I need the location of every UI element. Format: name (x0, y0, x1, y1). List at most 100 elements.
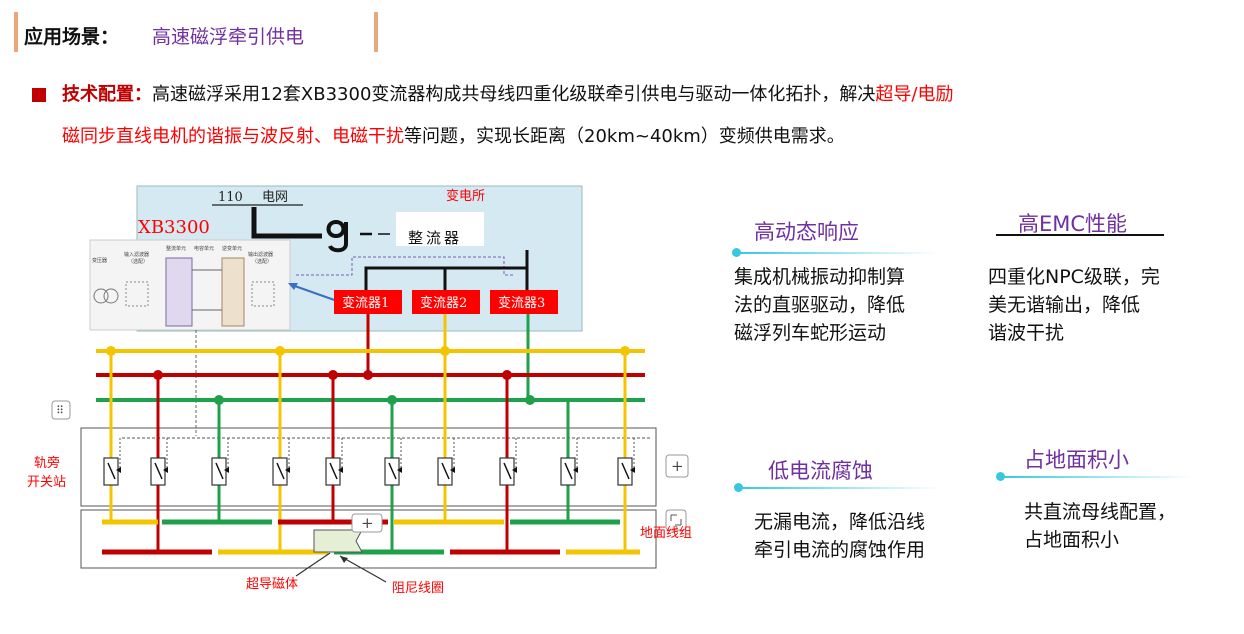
feature-body-line: 占地面积小 (1024, 529, 1120, 551)
feature-title-low-corrosion: 低电流腐蚀 (768, 459, 873, 483)
feature-body-line: 集成机械振动抑制算 (734, 266, 906, 288)
switch-blade (388, 462, 397, 480)
feature-body-line: 牵引电流的腐蚀作用 (754, 539, 926, 561)
switch-actuator-arrow (573, 467, 578, 473)
model-label: XB3300 (138, 217, 210, 238)
transformer-icon (103, 288, 119, 304)
ground-coil-label: 地面线组 (640, 526, 692, 541)
superconducting-magnet-label: 超导磁体 (246, 577, 298, 592)
rectifier-box (396, 212, 484, 246)
switch-actuator-arrow (224, 467, 229, 473)
switch-blade (215, 462, 224, 480)
tech-config-label: 技术配置： (62, 84, 152, 105)
switch-blade (503, 462, 512, 480)
switch-actuator-arrow (285, 467, 290, 473)
switch-station-box (80, 427, 657, 507)
switch-blade (441, 462, 450, 480)
feature-dot-icon (996, 472, 1005, 481)
switch-blade (621, 462, 630, 480)
switch-actuator-arrow (397, 467, 402, 473)
tech-config-text: 高速磁浮采用12套XB3300变流器构成共母线四重化级联牵引供电与驱动一体化拓扑… (152, 84, 876, 105)
scenario-value: 高速磁浮牵引供电 (152, 26, 305, 48)
pointer-arrow-head (288, 283, 298, 290)
scenario-label: 应用场景： (24, 26, 120, 48)
tech-config-highlight: 超导/电励 (875, 84, 954, 105)
coil-pointer-head (340, 556, 348, 563)
drag-handle-icon[interactable] (51, 400, 71, 420)
converter-2-label: 变流器2 (420, 295, 467, 311)
ground-coil-box (80, 509, 657, 569)
coil-pointer (339, 555, 387, 583)
inverter-unit-box (221, 257, 245, 327)
switch-actuator-arrow (630, 467, 635, 473)
inset-label: （选配） (252, 258, 272, 265)
switch-actuator-arrow (338, 467, 343, 473)
drag-handle-glyph: ⠿ (56, 404, 64, 417)
switch-blade (564, 462, 573, 480)
grid-label-power: 电网 (262, 190, 288, 205)
control-link (296, 256, 514, 276)
tech-config-line-1: 技术配置：高速磁浮采用12套XB3300变流器构成共母线四重化级联牵引供电与驱动… (62, 82, 953, 108)
switch-array (103, 351, 635, 552)
grid-symbol-g (326, 219, 348, 253)
output-filter-box (251, 281, 275, 307)
feature-underline (740, 487, 940, 489)
junction-dot (525, 395, 535, 405)
feature-dot-icon (732, 248, 741, 257)
trackside-label-1: 轨旁 (34, 455, 60, 471)
damping-coil-label: 阻尼线圈 (392, 581, 444, 596)
feature-body-dynamic-response: 集成机械振动抑制算 法的直驱驱动，降低 磁浮列车蛇形运动 (734, 263, 905, 347)
switch-actuator-arrow (163, 467, 168, 473)
feature-body-emc: 四重化NPC级联，完 美无谐输出，降低 谐波干扰 (988, 263, 1160, 347)
feature-body-line: 无漏电流，降低沿线 (754, 511, 926, 533)
resize-glyph (670, 514, 682, 526)
feature-title-emc: 高EMC性能 (1018, 212, 1128, 236)
feature-body-line: 共直流母线配置， (1024, 501, 1177, 523)
feature-dot-icon (734, 483, 743, 492)
switch-actuator-arrow (450, 467, 455, 473)
feature-body-line: 谐波干扰 (988, 322, 1065, 344)
feature-body-line: 四重化NPC级联，完 (988, 266, 1160, 288)
header-accent-bar (14, 12, 18, 52)
switch-blade (107, 462, 116, 480)
bullet-square-icon (32, 88, 46, 102)
input-filter-box (125, 281, 149, 307)
feature-title-small-footprint: 占地面积小 (1024, 448, 1129, 472)
junction-dot (363, 370, 373, 380)
add-node-button[interactable] (351, 513, 383, 533)
converter-2-box[interactable] (412, 290, 480, 314)
converter-1-box[interactable] (334, 290, 402, 314)
magnet-pointer (295, 552, 331, 577)
plus-icon: + (671, 457, 684, 475)
feature-body-line: 美无谐输出，降低 (988, 294, 1141, 316)
plus-icon: + (361, 514, 374, 532)
substation-label: 变电所 (446, 188, 485, 204)
switch-actuator-arrow (512, 467, 517, 473)
tech-config-line-2: 磁同步直线电机的谐振与波反射、电磁干扰等问题，实现长距离（20km~40km）变… (62, 124, 845, 150)
switch-blade (154, 462, 163, 480)
rectifier-label: 整流器 (408, 229, 462, 247)
inset-label: 输出滤波器 (248, 251, 273, 258)
expand-button[interactable] (665, 454, 689, 478)
converter-3-box[interactable] (490, 290, 558, 314)
inset-label: 变压器 (92, 257, 107, 264)
header-accent-bar-right (374, 12, 378, 52)
feature-title-dynamic-response: 高动态响应 (754, 220, 859, 244)
ground-coil-segments (102, 519, 640, 555)
trackside-label-2: 开关站 (27, 475, 66, 490)
switch-blade (276, 462, 285, 480)
grid-label-110: 110 (218, 190, 243, 205)
maglev-vehicle-shape (313, 529, 363, 553)
inset-label: （选配） (128, 258, 148, 265)
inset-label: 逆变单元 (222, 245, 242, 252)
converter-feed (364, 266, 527, 300)
feature-underline (1002, 476, 1192, 478)
feature-body-small-footprint: 共直流母线配置， 占地面积小 (1024, 498, 1176, 554)
tech-config-text: 等问题，实现长距离（20km~40km）变频供电需求。 (404, 126, 845, 147)
switch-actuator-arrow (116, 467, 121, 473)
pointer-arrow (291, 284, 341, 303)
converter-1-label: 变流器1 (342, 295, 389, 311)
feature-underline (996, 234, 1164, 236)
rectifier-unit-box (165, 257, 193, 327)
